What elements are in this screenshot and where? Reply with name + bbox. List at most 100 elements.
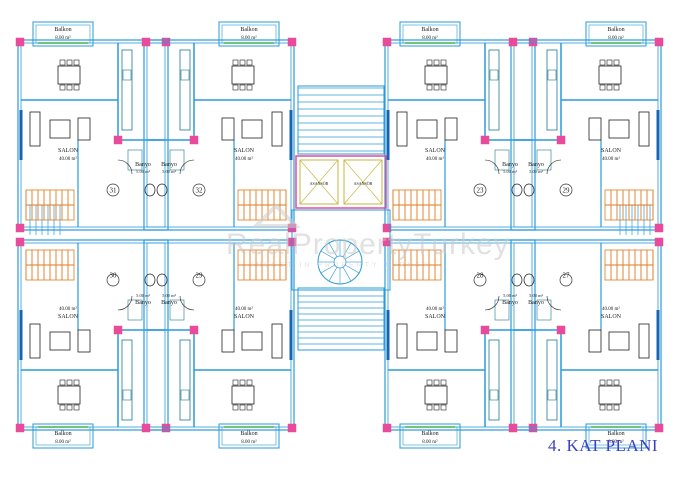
stair-outline xyxy=(604,249,654,281)
chair xyxy=(66,84,73,91)
column xyxy=(113,135,123,145)
column xyxy=(287,37,297,47)
balcony-area: 8.00 m² xyxy=(422,35,438,41)
balcony-area: 8.00 m² xyxy=(422,439,438,445)
balcony-label: Balkon xyxy=(607,27,624,33)
column xyxy=(382,237,392,247)
kitchen-counter xyxy=(179,339,191,421)
armchair xyxy=(588,117,602,141)
salon-area: 40.00 m² xyxy=(426,306,444,312)
apartment-number: 30 xyxy=(110,272,118,280)
toilet xyxy=(156,183,168,197)
chair xyxy=(606,59,613,66)
furniture-layer xyxy=(29,49,650,421)
sofa xyxy=(638,323,650,359)
chair xyxy=(66,404,73,411)
chair xyxy=(426,379,433,386)
apartment-furniture xyxy=(523,273,650,421)
column xyxy=(382,423,392,433)
dining-table xyxy=(424,65,448,85)
apartment-number-circle xyxy=(192,183,206,197)
bathtub xyxy=(494,149,510,171)
kitchen-counter xyxy=(121,49,133,131)
chair xyxy=(606,84,613,91)
outer-wall xyxy=(510,39,662,231)
column xyxy=(480,135,490,145)
chair xyxy=(440,59,447,66)
armchair xyxy=(444,329,458,353)
stair-outline xyxy=(25,249,75,281)
door-swing xyxy=(484,159,500,175)
chair xyxy=(440,404,447,411)
stair-outline xyxy=(392,249,442,281)
inner-wall xyxy=(387,42,533,228)
sofa xyxy=(396,323,408,359)
salon-area: 40.00 m² xyxy=(59,306,77,312)
apartment-number: 31 xyxy=(110,187,118,195)
page-title: 4. KAT PLANI xyxy=(548,436,659,455)
bath-area: 5.00 m² xyxy=(162,293,177,298)
column xyxy=(382,223,392,233)
chair xyxy=(433,379,440,386)
bath-label: Banyo xyxy=(135,162,151,168)
spiral-stair xyxy=(317,239,363,285)
kitchen-counter xyxy=(121,339,133,421)
chair xyxy=(232,59,239,66)
spiral-inner xyxy=(333,255,347,269)
chair xyxy=(433,84,440,91)
outer-wall xyxy=(17,39,169,231)
outer-wall xyxy=(384,39,536,231)
balcony-label: Balkon xyxy=(421,27,438,33)
inner-wall xyxy=(20,242,166,428)
salon-area: 40.00 m² xyxy=(59,156,77,162)
sink xyxy=(489,389,499,401)
bathtub xyxy=(169,149,185,171)
column xyxy=(161,37,171,47)
chair xyxy=(66,59,73,66)
apartment-number-circle xyxy=(106,183,120,197)
chair xyxy=(426,404,433,411)
inner-wall xyxy=(146,242,292,428)
stair-outline xyxy=(25,189,75,221)
central-core xyxy=(297,85,385,351)
bath-label: Banyo xyxy=(161,162,177,168)
coffee-table xyxy=(241,119,263,139)
balcony-outline xyxy=(218,423,280,449)
toilet xyxy=(523,273,535,287)
spiral-step xyxy=(342,242,352,257)
column xyxy=(556,135,566,145)
balcony-outline xyxy=(32,423,94,449)
bath-label: Banyo xyxy=(161,300,177,306)
kitchen-counter xyxy=(179,49,191,131)
door-swing xyxy=(117,295,133,311)
toilet xyxy=(144,273,156,287)
outer-wall xyxy=(510,239,662,431)
balcony-area: 8.00 m² xyxy=(55,439,71,445)
toilet xyxy=(523,183,535,197)
chair xyxy=(599,379,606,386)
dining-table xyxy=(231,385,255,405)
balcony-outline xyxy=(585,423,647,449)
armchair xyxy=(221,117,235,141)
chair xyxy=(246,404,253,411)
apartment-number-circle xyxy=(559,273,573,287)
elevator-label-right: ASANSÖR xyxy=(354,181,373,186)
chair xyxy=(59,379,66,386)
door-swing xyxy=(179,159,195,175)
spiral-step xyxy=(320,250,335,260)
dining-table xyxy=(598,65,622,85)
apartment-unit xyxy=(508,237,664,449)
sink xyxy=(122,389,132,401)
stair-outline xyxy=(392,189,442,221)
apartment-number: 27 xyxy=(563,272,571,280)
central-hall xyxy=(291,209,391,291)
sofa xyxy=(271,111,283,147)
bath-area: 5.00 m² xyxy=(503,169,518,174)
salon-area: 40.00 m² xyxy=(602,306,620,312)
balcony-outline xyxy=(399,423,461,449)
apartment-number-circle xyxy=(559,183,573,197)
spiral-step xyxy=(328,267,338,282)
column xyxy=(508,37,518,47)
column xyxy=(287,423,297,433)
column xyxy=(556,325,566,335)
